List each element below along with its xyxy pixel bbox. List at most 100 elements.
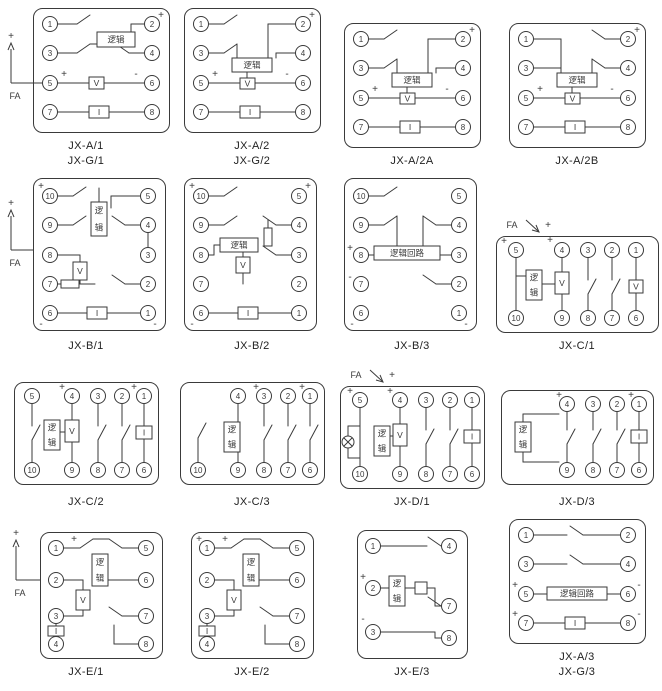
terminal-number: 4 xyxy=(236,392,241,401)
block-I xyxy=(399,120,421,134)
terminal-2 xyxy=(620,526,636,543)
terminal-number: 6 xyxy=(461,94,466,103)
terminal-8 xyxy=(90,462,106,479)
terminal-4 xyxy=(620,60,636,77)
diagram-caption: JX-C/3 xyxy=(234,495,270,510)
block-V xyxy=(564,92,581,105)
terminal-number: 8 xyxy=(424,470,429,479)
terminal-1 xyxy=(291,304,307,321)
diagram-caption: JX-E/1 xyxy=(68,665,103,680)
terminal-8 xyxy=(42,246,58,263)
terminal-6 xyxy=(295,75,311,91)
terminal-3 xyxy=(451,246,467,263)
fa-label: FA xyxy=(506,220,517,230)
fa-annotation: +FA xyxy=(7,31,33,101)
block-label: 逻辑 xyxy=(95,205,104,232)
terminal-3 xyxy=(42,45,58,61)
terminal-3 xyxy=(193,45,209,61)
terminal-number: 4 xyxy=(447,542,452,551)
block-逻辑 xyxy=(391,72,433,88)
fa-plus-mark: + xyxy=(545,220,551,231)
terminal-number: 4 xyxy=(205,640,210,649)
contact-symbol xyxy=(422,215,437,226)
polarity-mark: - xyxy=(348,272,351,283)
terminal-2 xyxy=(451,275,467,292)
terminal-number: 1 xyxy=(457,309,462,318)
terminal-2 xyxy=(140,275,156,292)
terminal-2 xyxy=(609,396,625,413)
fa-arrow-icon xyxy=(12,538,20,548)
block-label: V xyxy=(397,430,403,440)
block-V xyxy=(554,271,570,295)
terminal-2 xyxy=(291,275,307,292)
block-V xyxy=(392,423,408,447)
terminal-number: 2 xyxy=(54,576,59,585)
terminal-number: 8 xyxy=(461,123,466,132)
terminal-3 xyxy=(418,392,434,409)
block-label: I xyxy=(409,122,411,132)
terminal-9 xyxy=(230,462,246,479)
relay-case-outline xyxy=(509,23,646,149)
terminal-number: 1 xyxy=(142,392,147,401)
diagram-label: JX-E/3 xyxy=(394,665,430,678)
terminal-number: 7 xyxy=(524,619,529,628)
contact-symbol xyxy=(263,424,273,441)
block-I xyxy=(463,429,481,444)
terminal-number: 6 xyxy=(626,590,631,599)
polarity-mark: + xyxy=(387,386,393,397)
diagram-caption: JX-A/2A xyxy=(390,154,433,169)
contact-symbol xyxy=(76,43,91,54)
terminal-10 xyxy=(190,462,206,479)
block-label: V xyxy=(240,260,246,270)
fa-plus-mark: + xyxy=(13,530,19,539)
terminal-4 xyxy=(64,388,80,405)
contact-symbol xyxy=(591,29,606,40)
fa-plus-mark: + xyxy=(8,198,14,209)
terminal-number: 3 xyxy=(297,251,302,260)
block-I xyxy=(237,306,259,320)
terminal-number: 1 xyxy=(205,544,210,553)
relay-case-outline xyxy=(33,177,166,331)
terminal-number: 8 xyxy=(295,640,300,649)
terminal-number: 5 xyxy=(524,590,529,599)
block-label: I xyxy=(574,618,576,628)
block-label: V xyxy=(405,94,411,104)
terminal-1 xyxy=(451,304,467,321)
block-label: I xyxy=(98,107,100,117)
terminal-2 xyxy=(144,16,160,32)
terminal-number: 4 xyxy=(626,64,631,73)
terminal-number: 8 xyxy=(150,108,155,117)
component-box xyxy=(263,227,273,247)
block-label: I xyxy=(55,626,57,636)
diagram-caption: JX-B/3 xyxy=(394,339,429,354)
terminal-3 xyxy=(199,607,215,624)
block-逻辑回路 xyxy=(546,586,608,601)
terminal-number: 7 xyxy=(295,612,300,621)
block-label: 逻辑回路 xyxy=(390,248,425,258)
diagram-caption: JX-B/1 xyxy=(68,339,103,354)
terminal-2 xyxy=(455,31,471,48)
contact-symbol xyxy=(422,274,437,285)
terminal-number: 5 xyxy=(30,392,35,401)
terminal-3 xyxy=(256,388,272,405)
terminal-number: 8 xyxy=(301,108,306,117)
terminal-3 xyxy=(518,60,534,77)
block-label: V xyxy=(245,79,251,89)
terminal-7 xyxy=(289,607,305,624)
terminal-number: 7 xyxy=(610,314,615,323)
terminal-number: 7 xyxy=(448,470,453,479)
terminal-10 xyxy=(24,462,40,479)
fa-annotation: +FA xyxy=(7,198,33,268)
terminal-8 xyxy=(256,462,272,479)
terminal-number: 9 xyxy=(48,221,53,230)
terminal-6 xyxy=(289,571,305,588)
diagram-caption: JX-B/2 xyxy=(234,339,269,354)
terminal-7 xyxy=(42,275,58,292)
